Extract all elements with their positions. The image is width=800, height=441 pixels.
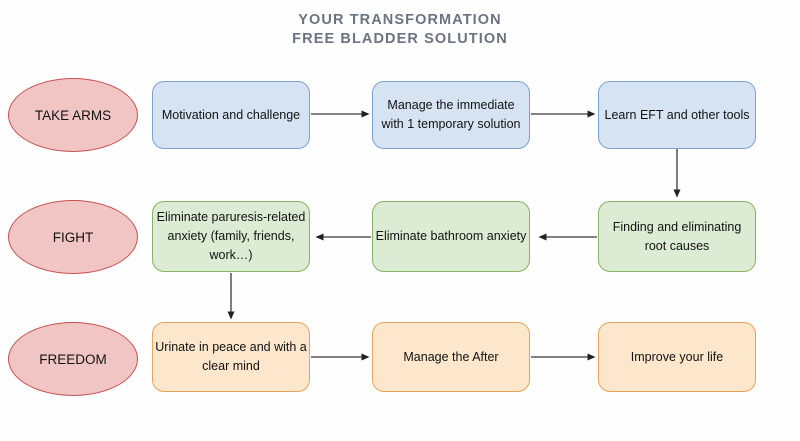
stage-label-take-arms: TAKE ARMS bbox=[34, 107, 112, 123]
diagram-title: YOUR TRANSFORMATION FREE BLADDER SOLUTIO… bbox=[0, 11, 800, 49]
step-label: Eliminate paruresis-related anxiety (fam… bbox=[156, 210, 306, 262]
step-label: Manage the immediate with 1 temporary so… bbox=[381, 98, 521, 131]
step-box-learn-eft: Learn EFT and other tools bbox=[598, 81, 756, 149]
stage-label-freedom: FREEDOM bbox=[39, 351, 107, 367]
step-label: Improve your life bbox=[630, 349, 724, 364]
stage-label-fight: FIGHT bbox=[52, 229, 94, 245]
diagram-title-line2: FREE BLADDER SOLUTION bbox=[292, 31, 508, 47]
step-box-finding-root-causes: Finding and eliminating root causes bbox=[598, 201, 756, 272]
diagram-title-line1: YOUR TRANSFORMATION bbox=[298, 12, 502, 28]
stage-ellipse-take-arms: TAKE ARMS bbox=[8, 78, 138, 152]
step-box-eliminate-bathroom-anxiety: Eliminate bathroom anxiety bbox=[372, 201, 530, 272]
step-label: Manage the After bbox=[403, 349, 499, 364]
step-label: Learn EFT and other tools bbox=[604, 107, 750, 122]
step-label: Eliminate bathroom anxiety bbox=[375, 229, 527, 243]
stage-ellipse-fight: FIGHT bbox=[8, 200, 138, 274]
stage-ellipse-freedom: FREEDOM bbox=[8, 322, 138, 396]
step-label: Urinate in peace and with a clear mind bbox=[155, 340, 307, 373]
step-box-improve-your-life: Improve your life bbox=[598, 322, 756, 392]
step-label: Motivation and challenge bbox=[161, 107, 301, 122]
step-box-manage-immediate: Manage the immediate with 1 temporary so… bbox=[372, 81, 530, 149]
step-box-eliminate-paruresis-anxiety: Eliminate paruresis-related anxiety (fam… bbox=[152, 201, 310, 272]
step-box-motivation: Motivation and challenge bbox=[152, 81, 310, 149]
step-box-urinate-in-peace: Urinate in peace and with a clear mind bbox=[152, 322, 310, 392]
step-label: Finding and eliminating root causes bbox=[612, 219, 742, 253]
step-box-manage-the-after: Manage the After bbox=[372, 322, 530, 392]
